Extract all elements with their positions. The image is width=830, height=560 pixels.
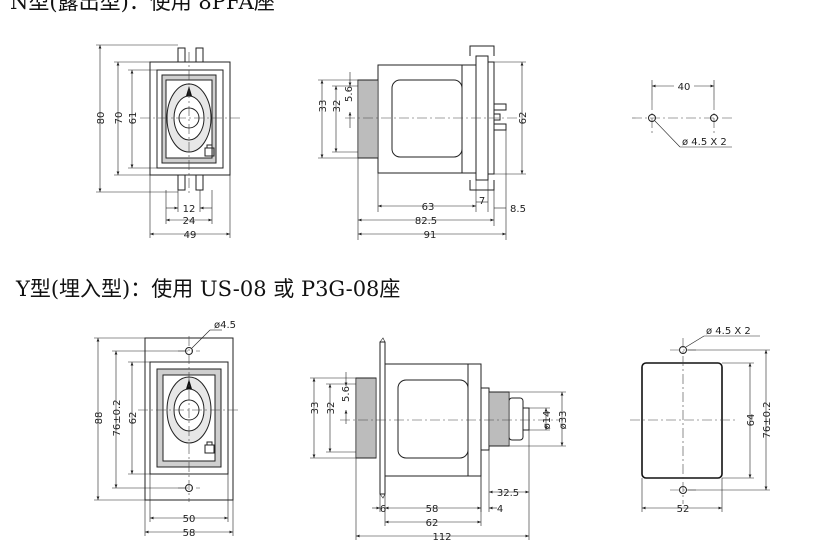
dim-n-side-7: 7 (479, 196, 485, 207)
dim-y-side-58: 58 (426, 504, 439, 515)
dim-y-front-76: 76±0.2 (112, 399, 123, 436)
dim-n-side-82-5: 82.5 (415, 216, 437, 227)
dim-n-hole-spacing-40: 40 (678, 82, 691, 93)
dim-y-side-d33: ø33 (558, 411, 569, 430)
dim-y-front-50: 50 (183, 514, 196, 525)
dim-y-cutout-64: 64 (746, 414, 757, 427)
dim-y-front-62: 62 (128, 412, 139, 425)
note-n-hole-diameter: ø 4.5 X 2 (682, 137, 727, 148)
n-side-view: 33 32 5.6 62 63 82.5 91 7 8.5 (318, 45, 529, 241)
dim-n-side-63: 63 (422, 202, 435, 213)
dim-y-side-d14: ø14 (542, 411, 553, 430)
heading-y-type: Y型(埋入型)：使用 US-08 或 P3G-08座 (16, 277, 401, 301)
dim-n-front-61: 61 (128, 112, 139, 125)
n-mounting-holes: 40 ø 4.5 X 2 (632, 80, 734, 148)
dim-n-side-8-5: 8.5 (510, 204, 526, 215)
dim-y-side-4: 4 (497, 504, 503, 515)
dim-y-cutout-52: 52 (677, 504, 690, 515)
dim-n-front-24: 24 (183, 216, 196, 227)
y-panel-cutout: ø 4.5 X 2 64 76±0.2 52 (630, 326, 773, 515)
heading-n-type: N型(露出型)：使用 8PFA座 (10, 0, 275, 14)
dim-n-side-33: 33 (318, 100, 329, 113)
dim-n-front-80: 80 (96, 112, 107, 125)
dim-n-front-70: 70 (114, 112, 125, 125)
dim-y-cutout-76: 76±0.2 (762, 401, 773, 438)
dim-y-side-5-6: 5.6 (341, 386, 352, 402)
dim-y-side-32: 32 (326, 402, 337, 415)
dim-y-side-32-5: 32.5 (497, 488, 519, 499)
note-y-front-hole: ø4.5 (214, 320, 236, 331)
dim-y-side-112: 112 (432, 532, 451, 543)
dim-y-side-6: 6 (380, 504, 386, 515)
note-y-cutout-holes: ø 4.5 X 2 (706, 326, 751, 337)
dim-y-front-88: 88 (94, 412, 105, 425)
dim-n-side-5-6: 5.6 (344, 86, 355, 102)
dim-y-side-62: 62 (426, 518, 439, 529)
n-front-view: 80 70 61 12 24 49 (96, 44, 240, 241)
y-front-view: ø4.5 88 76±0.2 62 50 58 (94, 320, 240, 539)
dim-n-side-32: 32 (332, 100, 343, 113)
dim-y-front-58: 58 (183, 528, 196, 539)
y-side-view: 33 32 5.6 ø14 ø33 32.5 6 58 4 62 112 (310, 337, 569, 543)
dim-y-side-33: 33 (310, 402, 321, 415)
dim-n-side-91: 91 (424, 230, 437, 241)
dim-n-front-12: 12 (183, 204, 196, 215)
dim-n-side-62: 62 (518, 112, 529, 125)
dim-n-front-49: 49 (184, 230, 197, 241)
